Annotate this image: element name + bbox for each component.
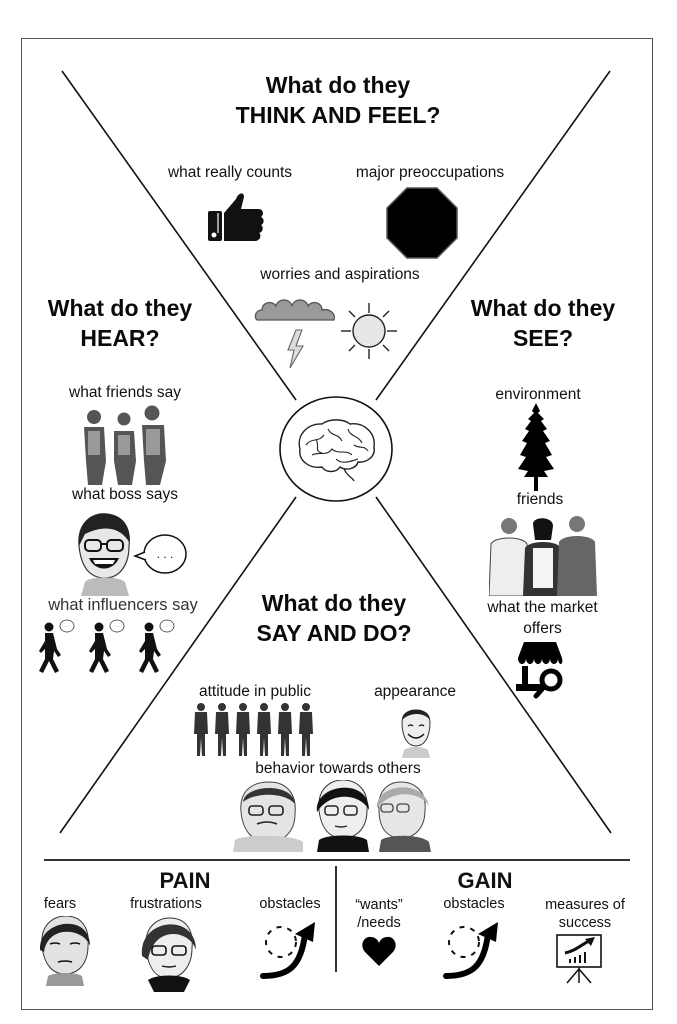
label-fears: fears [43,896,77,912]
label-major-preoccupations: major preoccupations [355,164,505,181]
cloud-icon [254,294,338,324]
say-do-title-line2: SAY AND DO? [256,620,412,646]
label-needs: /needs [357,915,401,931]
hear-title-line1: What do they [47,295,193,321]
thumbs-up-icon [206,189,266,245]
label-measures-of-success: measures of success [530,896,640,932]
think-feel-title: What do they THINK AND FEEL? [188,70,488,130]
dashed-circle-arrow-icon [259,920,323,982]
label-measures-of: measures of [545,897,625,913]
hear-title: What do they HEAR? [20,293,220,353]
label-frustrations: frustrations [130,896,202,912]
label-wants-needs: “wants” /needs [346,896,412,932]
label-pain-obstacles: obstacles [259,896,321,912]
store-search-icon [516,640,570,700]
brain-icon [292,415,380,485]
label-what-really-counts: what really counts [167,164,293,181]
label-environment: environment [495,386,581,403]
see-title-line1: What do they [470,295,616,321]
horizontal-divider [44,859,630,861]
pain-title: PAIN [159,868,211,893]
heart-icon [362,936,396,966]
lightning-icon [286,328,306,370]
tree-icon [514,403,558,491]
empathy-map-frame [21,38,653,1010]
stop-sign-icon [385,186,459,260]
label-behavior-towards-others: behavior towards others [255,760,421,777]
label-what-boss-says: what boss says [72,486,178,503]
say-do-title: What do they SAY AND DO? [216,588,452,648]
think-feel-title-line1: What do they [265,72,411,98]
three-faces-icon [233,780,433,852]
presentation-chart-icon [555,933,605,985]
label-gain-obstacles: obstacles [443,896,505,912]
think-feel-title-line2: THINK AND FEEL? [235,102,441,128]
label-attitude-in-public: attitude in public [198,683,312,700]
svg-text:· · ·: · · · [163,624,171,630]
label-worries-and-aspirations: worries and aspirations [260,266,420,283]
label-wants: “wants” [355,897,403,913]
label-appearance: appearance [374,683,456,700]
standing-figures-icon [192,702,316,758]
say-do-title-line1: What do they [261,590,407,616]
laughing-face-icon [75,512,133,596]
walking-people-speech-icon: · · · · · · · · · [37,619,187,675]
dashed-circle-arrow-icon-gain [442,920,506,982]
hear-title-line2: HEAR? [80,325,160,351]
pain-gain-divider [335,866,337,972]
bubble-text: . . . [157,547,174,561]
friends-group-icon [489,514,597,596]
see-title: What do they SEE? [448,293,638,353]
gain-title: GAIN [457,868,513,893]
label-what-the-market-offers: what the market offers [470,597,615,639]
label-market-line2: offers [523,620,562,637]
smiling-man-icon [398,704,434,758]
glasses-woman-face-icon [140,916,196,992]
label-success: success [558,915,612,931]
sun-icon [340,302,398,360]
speech-bubble-icon: . . . [133,530,189,580]
worried-woman-face-icon [38,916,92,988]
label-what-friends-say: what friends say [69,384,181,401]
see-title-line2: SEE? [512,325,574,351]
svg-text:· · ·: · · · [63,624,71,630]
label-friends: friends [516,491,564,508]
label-what-influencers-say: what influencers say [48,596,198,614]
svg-text:· · ·: · · · [113,624,121,630]
group-talking-icon [78,405,170,485]
label-market-line1: what the market [487,599,598,616]
